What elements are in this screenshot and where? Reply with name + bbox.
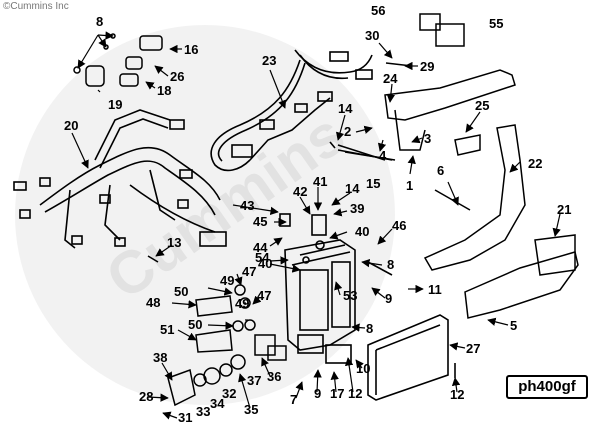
callout-51: 51 <box>160 322 174 337</box>
callout-28: 28 <box>139 389 153 404</box>
callout-19: 19 <box>108 97 122 112</box>
callout-24: 24 <box>383 71 398 86</box>
callout-29: 29 <box>420 59 434 74</box>
callout-5: 5 <box>510 318 517 333</box>
callout-12b: 12 <box>450 387 464 402</box>
callout-39: 39 <box>350 201 364 216</box>
callout-10: 10 <box>356 361 370 376</box>
wiring-harness <box>13 109 227 249</box>
callout-35: 35 <box>244 402 258 417</box>
callout-31: 31 <box>178 410 192 425</box>
callout-14b: 14 <box>345 181 360 196</box>
callout-50: 50 <box>174 284 188 299</box>
callout-33: 33 <box>196 404 210 419</box>
callout-1: 1 <box>406 178 413 193</box>
watermark-logo: Cummins <box>15 25 395 405</box>
wiring-harness-23 <box>210 49 373 172</box>
callout-54: 54 <box>255 250 270 265</box>
callout-6: 6 <box>437 163 444 178</box>
callout-14: 14 <box>338 101 353 116</box>
callout-labels: 8 16 26 18 19 20 23 56 55 30 29 24 25 14… <box>64 3 571 425</box>
fuel-pump-assembly <box>279 151 396 364</box>
callout-15: 15 <box>366 176 380 191</box>
callout-49: 49 <box>220 273 234 288</box>
callout-40b: 40 <box>258 256 272 271</box>
callout-25: 25 <box>475 98 489 113</box>
callout-26: 26 <box>170 69 184 84</box>
callout-3: 3 <box>424 131 431 146</box>
callout-9b: 9 <box>314 386 321 401</box>
callout-11: 11 <box>428 282 442 297</box>
callout-9: 9 <box>385 291 392 306</box>
callout-8c: 8 <box>366 321 373 336</box>
callout-40: 40 <box>355 224 369 239</box>
callout-44: 44 <box>253 240 268 255</box>
callout-42: 42 <box>293 184 307 199</box>
callout-50b: 50 <box>188 317 202 332</box>
callout-30: 30 <box>365 28 379 43</box>
callout-20: 20 <box>64 118 78 133</box>
callout-48: 48 <box>146 295 160 310</box>
fuel-line <box>147 141 456 378</box>
leader-lines <box>71 31 561 420</box>
callout-32: 32 <box>222 386 236 401</box>
callout-13: 13 <box>167 235 181 250</box>
callout-21: 21 <box>557 202 571 217</box>
callout-37: 37 <box>247 373 261 388</box>
fitting-parts <box>167 284 287 407</box>
ecm-module <box>367 314 449 401</box>
callout-56: 56 <box>371 3 385 18</box>
callout-36: 36 <box>267 369 281 384</box>
callout-18: 18 <box>157 83 171 98</box>
callout-17: 17 <box>330 386 344 401</box>
callout-41: 41 <box>313 174 327 189</box>
callout-2: 2 <box>344 124 351 139</box>
callout-4: 4 <box>379 148 387 163</box>
callout-7: 7 <box>290 392 297 407</box>
callout-53: 53 <box>343 288 357 303</box>
copyright-text: ©Cummins Inc <box>3 1 69 12</box>
callout-46: 46 <box>392 218 406 233</box>
callout-43: 43 <box>240 198 254 213</box>
callout-16: 16 <box>184 42 198 57</box>
callout-8b: 8 <box>387 257 394 272</box>
sensor-group <box>73 33 163 87</box>
callout-47b: 47 <box>257 288 271 303</box>
callout-49b: 49 <box>235 296 249 311</box>
figure-id-box: ph400gf <box>506 375 588 399</box>
callout-22: 22 <box>528 156 542 171</box>
callout-12: 12 <box>348 386 362 401</box>
callout-45: 45 <box>253 214 267 229</box>
callout-34: 34 <box>210 396 225 411</box>
callout-8: 8 <box>96 14 103 29</box>
callout-23: 23 <box>262 53 276 68</box>
callout-47: 47 <box>242 264 256 279</box>
callout-55: 55 <box>489 16 503 31</box>
callout-38: 38 <box>153 350 167 365</box>
callout-27: 27 <box>466 341 480 356</box>
